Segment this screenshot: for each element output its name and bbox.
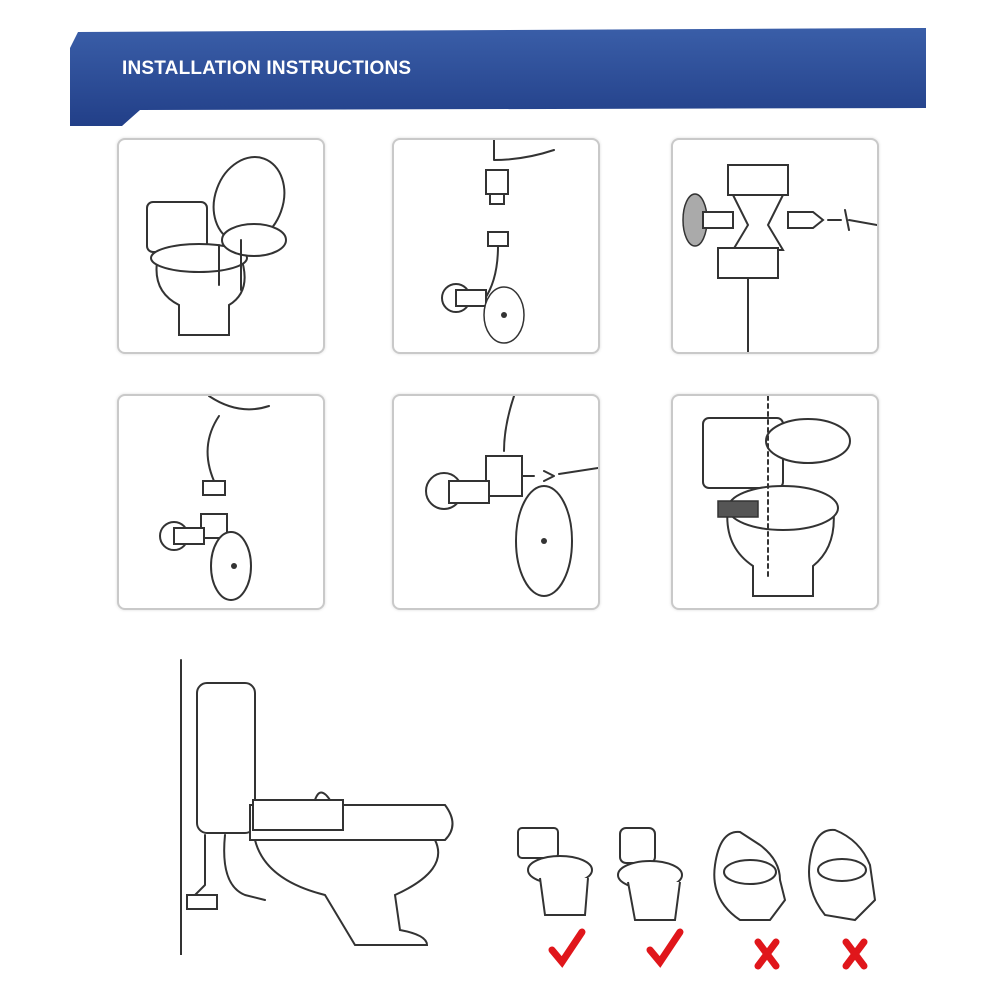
toilet-type-modern <box>713 830 787 921</box>
toilet-type-skirted <box>808 828 877 922</box>
check-icon <box>548 928 586 968</box>
cross-icon <box>842 938 868 970</box>
step-4-panel <box>117 394 325 610</box>
step-1-panel <box>117 138 325 354</box>
toilet-seat-removal-icon <box>146 156 287 336</box>
page-title: INSTALLATION INSTRUCTIONS <box>122 58 412 79</box>
bidet-hose-connect-icon <box>425 396 598 597</box>
cross-icon <box>754 938 780 970</box>
header-banner <box>70 28 926 126</box>
step-3-panel <box>671 138 879 354</box>
check-icon <box>646 928 684 968</box>
hose-to-tee-icon <box>159 396 270 601</box>
toilet-types <box>517 827 877 970</box>
toilet-type-two-piece <box>517 827 593 916</box>
compatibility-row <box>510 820 910 980</box>
seat-reinstall-icon <box>702 396 851 597</box>
step-6-panel <box>671 394 879 610</box>
toilet-type-one-piece <box>617 827 683 921</box>
supply-hose-disconnect-icon <box>441 140 555 344</box>
installed-bidet-diagram <box>180 659 454 955</box>
tee-valve-attach-icon <box>682 164 877 352</box>
step-2-panel <box>392 138 600 354</box>
step-5-panel <box>392 394 600 610</box>
